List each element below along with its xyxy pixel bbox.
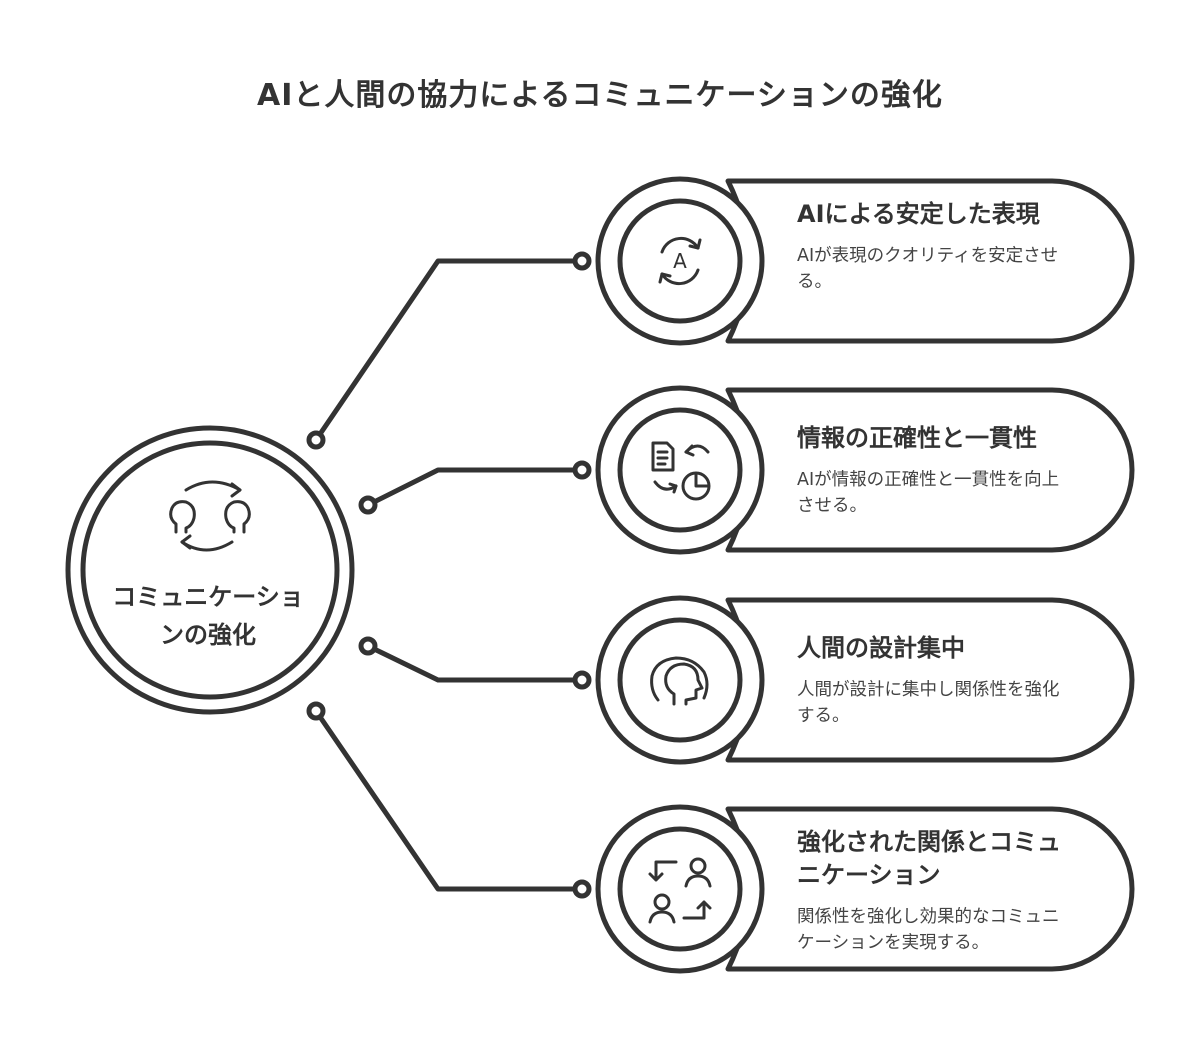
hub-node: [65, 425, 355, 715]
card-frame: [595, 804, 1135, 974]
connector-end-dot: [572, 460, 592, 480]
connector-end-dot: [358, 495, 378, 515]
card-3: 人間の設計集中 人間が設計に集中し関係性を強化する。: [797, 632, 1072, 729]
document-chart-icon: [651, 441, 711, 501]
connector-end-dot: [306, 701, 326, 721]
card-frame: [595, 385, 1135, 555]
connector-end-dot: [358, 636, 378, 656]
card-title: 情報の正確性と一貫性: [797, 424, 1037, 452]
people-exchange-icon: [648, 857, 712, 924]
card-title: 人間の設計集中: [797, 634, 965, 662]
card-frame: [595, 595, 1135, 765]
diagram-title: AIと人間の協力によるコミュニケーションの強化: [257, 78, 943, 113]
connector-3: [365, 643, 585, 683]
connector-end-dot: [572, 879, 592, 899]
connector-4: [313, 708, 585, 892]
card-4: 強化された関係とコミュニケーション 関係性を強化し効果的なコミュニケーションを実…: [797, 826, 1072, 956]
card-description: 人間が設計に集中し関係性を強化する。: [797, 680, 1060, 726]
connector-end-dot: [306, 430, 326, 450]
card-description: AIが情報の正確性と一貫性を向上させる。: [797, 470, 1060, 516]
connector-1: [313, 258, 585, 443]
connector-end-dot: [572, 670, 592, 690]
connector-end-dot: [572, 251, 592, 271]
card-description: 関係性を強化し効果的なコミュニケーションを実現する。: [797, 907, 1060, 953]
card-title: 強化された関係とコミュニケーション: [797, 828, 1061, 889]
hub-label: コミュニケーションの強化: [112, 583, 304, 649]
card-title: AIによる安定した表現: [797, 200, 1040, 228]
human-profile-icon: [650, 656, 709, 706]
two-heads-exchange-icon: [169, 480, 251, 552]
connector-2: [365, 467, 585, 508]
card-1: AIによる安定した表現 AIが表現のクオリティを安定させる。: [797, 198, 1072, 295]
ai-refresh-icon: A: [658, 236, 702, 286]
svg-text:A: A: [673, 249, 687, 273]
card-description: AIが表現のクオリティを安定させる。: [797, 246, 1059, 292]
card-frame: [595, 176, 1135, 346]
card-2: 情報の正確性と一貫性 AIが情報の正確性と一貫性を向上させる。: [797, 422, 1072, 519]
